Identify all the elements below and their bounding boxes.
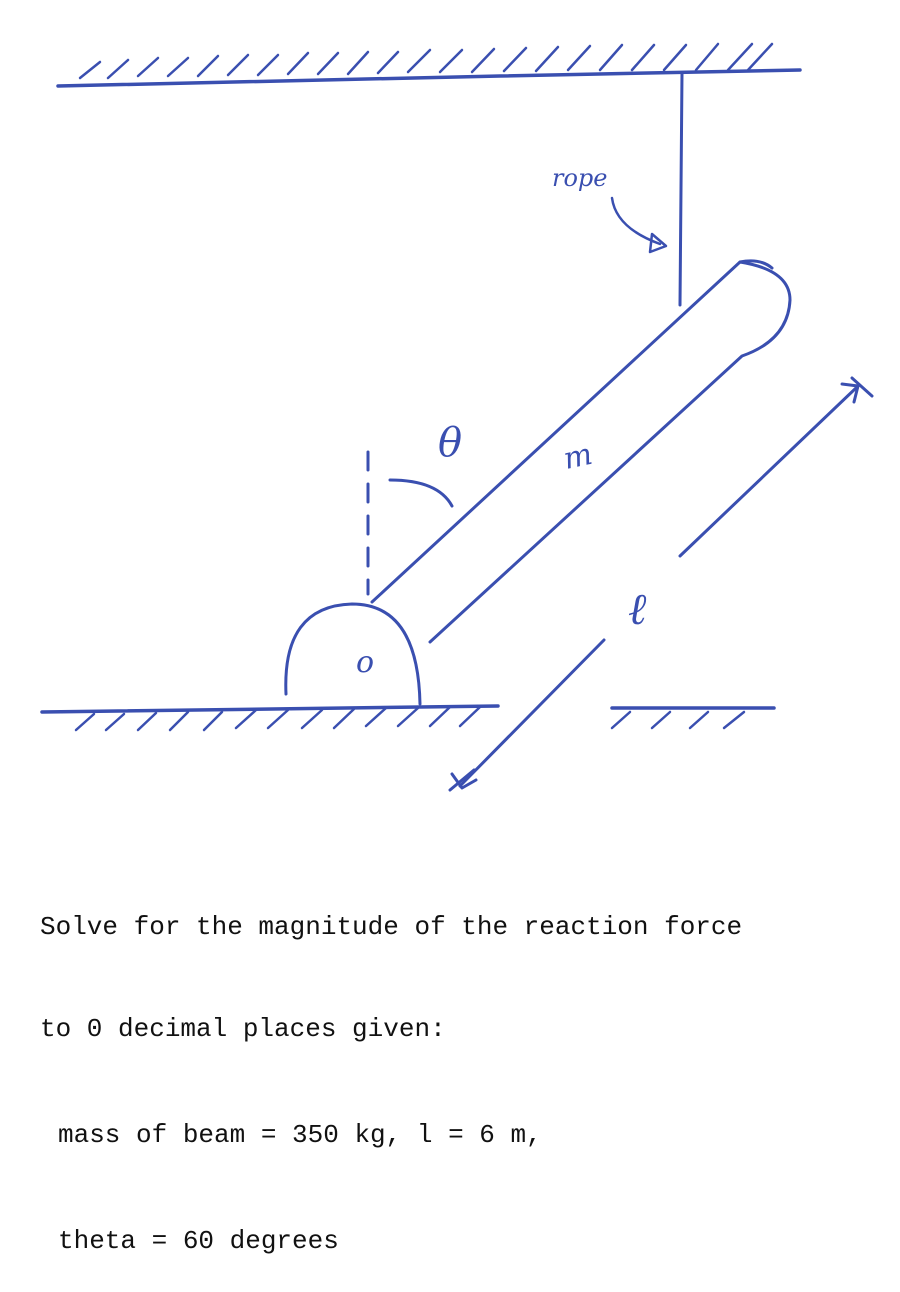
length-label: ℓ [628,584,647,635]
rope-label: rope [552,164,608,192]
problem-statement: Solve for the magnitude of the reaction … [40,842,890,1292]
mass-label: m [560,437,595,477]
angle-arc [388,478,454,508]
pin-label: o [356,645,374,680]
ceiling [56,42,802,88]
problem-line-3: mass of beam = 350 kg, l = 6 m, [58,1120,542,1150]
length-dimension [448,376,874,792]
beam [370,259,792,644]
ceiling-hatching [78,42,774,80]
problem-line-2: to 0 decimal places given: [40,1014,446,1044]
problem-line-4: theta = 60 degrees [58,1226,339,1256]
pin-support [284,602,422,706]
problem-line-1: Solve for the magnitude of the reaction … [40,912,743,942]
rope [678,71,684,307]
dimension-arrow-bottom-icon [448,768,478,792]
arrowhead-icon [648,232,668,254]
angle-label: θ [438,420,462,466]
ground-left [40,704,500,732]
ground-right [610,706,776,730]
beam-diagram: rope m θ o [40,42,874,792]
dimension-arrow-top-icon [840,376,874,404]
